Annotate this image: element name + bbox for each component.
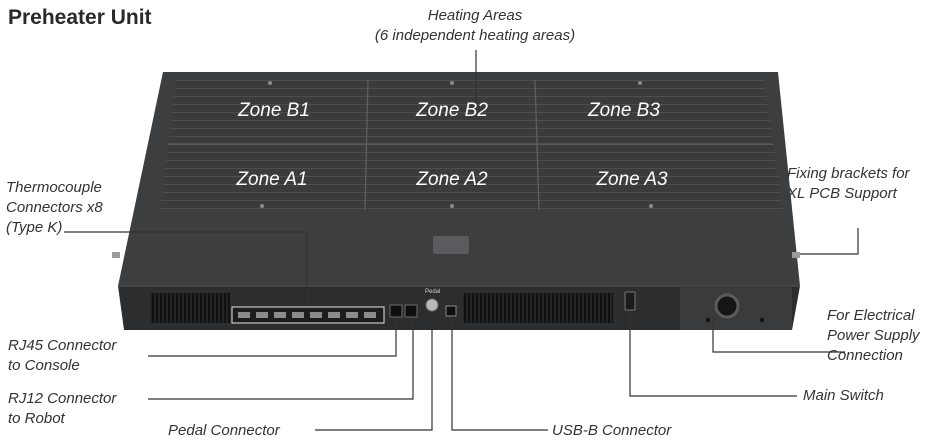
power-inlet: [714, 293, 740, 319]
page-title: Preheater Unit: [8, 6, 152, 29]
grid-marker: [649, 204, 653, 208]
zone-b2-label: Zone B2: [416, 100, 488, 121]
usb-b-label: USB-B Connector: [552, 422, 672, 439]
zone-divider: [364, 79, 369, 211]
fixing-brackets-label: Fixing brackets for XL PCB Support: [787, 165, 910, 202]
grid-marker: [450, 204, 454, 208]
grid-marker: [260, 204, 264, 208]
pedal-connector-label: Pedal Connector: [168, 422, 280, 439]
thermocouple-strip: [231, 306, 385, 324]
zone-b1-label: Zone B1: [238, 100, 310, 121]
main-switch-label: Main Switch: [803, 387, 884, 404]
zone-divider: [534, 79, 540, 211]
zone-a3-label: Zone A3: [596, 169, 668, 190]
heating-areas-title: Heating Areas: [427, 7, 523, 24]
rj12-label: RJ12 Connector to Robot: [8, 390, 117, 427]
zone-a1-label: Zone A1: [236, 169, 308, 190]
grid-marker: [638, 81, 642, 85]
grid-marker: [268, 81, 272, 85]
thermocouple-sockets: [238, 312, 376, 318]
pedal-tag: Pedal: [425, 289, 441, 295]
grid-marker: [450, 81, 454, 85]
zone-a2-label: Zone A2: [416, 169, 488, 190]
heating-areas-label: Heating Areas (6 independent heating are…: [300, 6, 650, 46]
rj45-label: RJ45 Connector to Console: [8, 337, 117, 374]
heating-grid-area: [160, 80, 783, 210]
power-supply-label: For Electrical Power Supply Connection: [827, 307, 920, 364]
thermocouple-label: Thermocouple Connectors x8 (Type K): [6, 179, 103, 236]
fixing-bracket: [112, 252, 120, 258]
rj12-port: [404, 304, 418, 318]
vent-grille: [150, 293, 230, 323]
zone-b3-label: Zone B3: [588, 100, 660, 121]
vent-grille: [463, 293, 613, 323]
fixing-bracket: [792, 252, 800, 258]
main-switch: [624, 291, 636, 311]
rj45-port: [389, 304, 403, 318]
center-tag-plate: [433, 236, 469, 254]
usb-b-port: [445, 305, 457, 317]
pedal-connector: [425, 298, 439, 312]
leader-lines: [64, 50, 859, 431]
heating-areas-subtitle: (6 independent heating areas): [374, 27, 576, 44]
